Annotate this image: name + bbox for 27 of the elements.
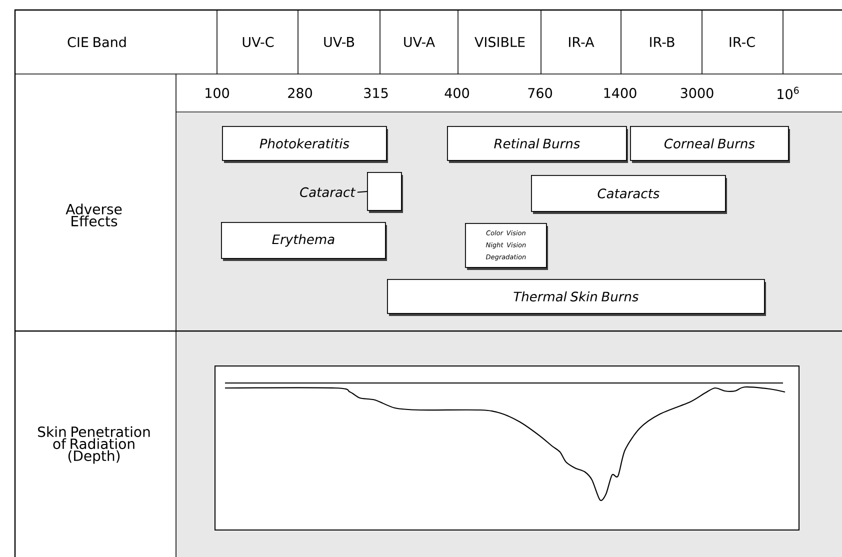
band-label: UV-A [404,36,435,48]
band-label: VISIBLE [474,36,525,48]
band-label: UV-C [242,36,274,48]
wavelength-label: 400 [444,88,469,98]
wavelength-label: 315 [364,88,388,98]
row-header: Adverse Effects [66,204,122,226]
effect-box: Erythema [221,222,387,261]
effect-box: Photokeratitis [222,126,388,163]
wavelength-label: 100 [206,88,229,98]
wavelength-label: 280 [288,88,312,98]
header-label: CIE Band [68,36,126,48]
row-header: Skin Penetration of Radiation (Depth) [38,426,150,464]
band-label: IR-A [569,37,594,47]
wavelength-label: 3000 [680,88,714,98]
effect-box: Thermal Skin Burns [387,279,766,316]
effect-label: Cataract [300,187,356,198]
leader-line [356,190,368,193]
effect-box: Corneal Burns [630,126,790,163]
effect-box: Retinal Burns [447,126,628,163]
band-label: IR-B [650,37,674,47]
band-label: IR-C [730,36,755,48]
effect-box: Cataracts [531,175,727,214]
wavelength-label: 760 [528,88,552,98]
band-label: UV-B [324,36,354,48]
empty-box [367,172,403,213]
wavelength-label: 10$^{6}$ [778,86,799,100]
wavelength-label: 1400 [604,88,636,98]
